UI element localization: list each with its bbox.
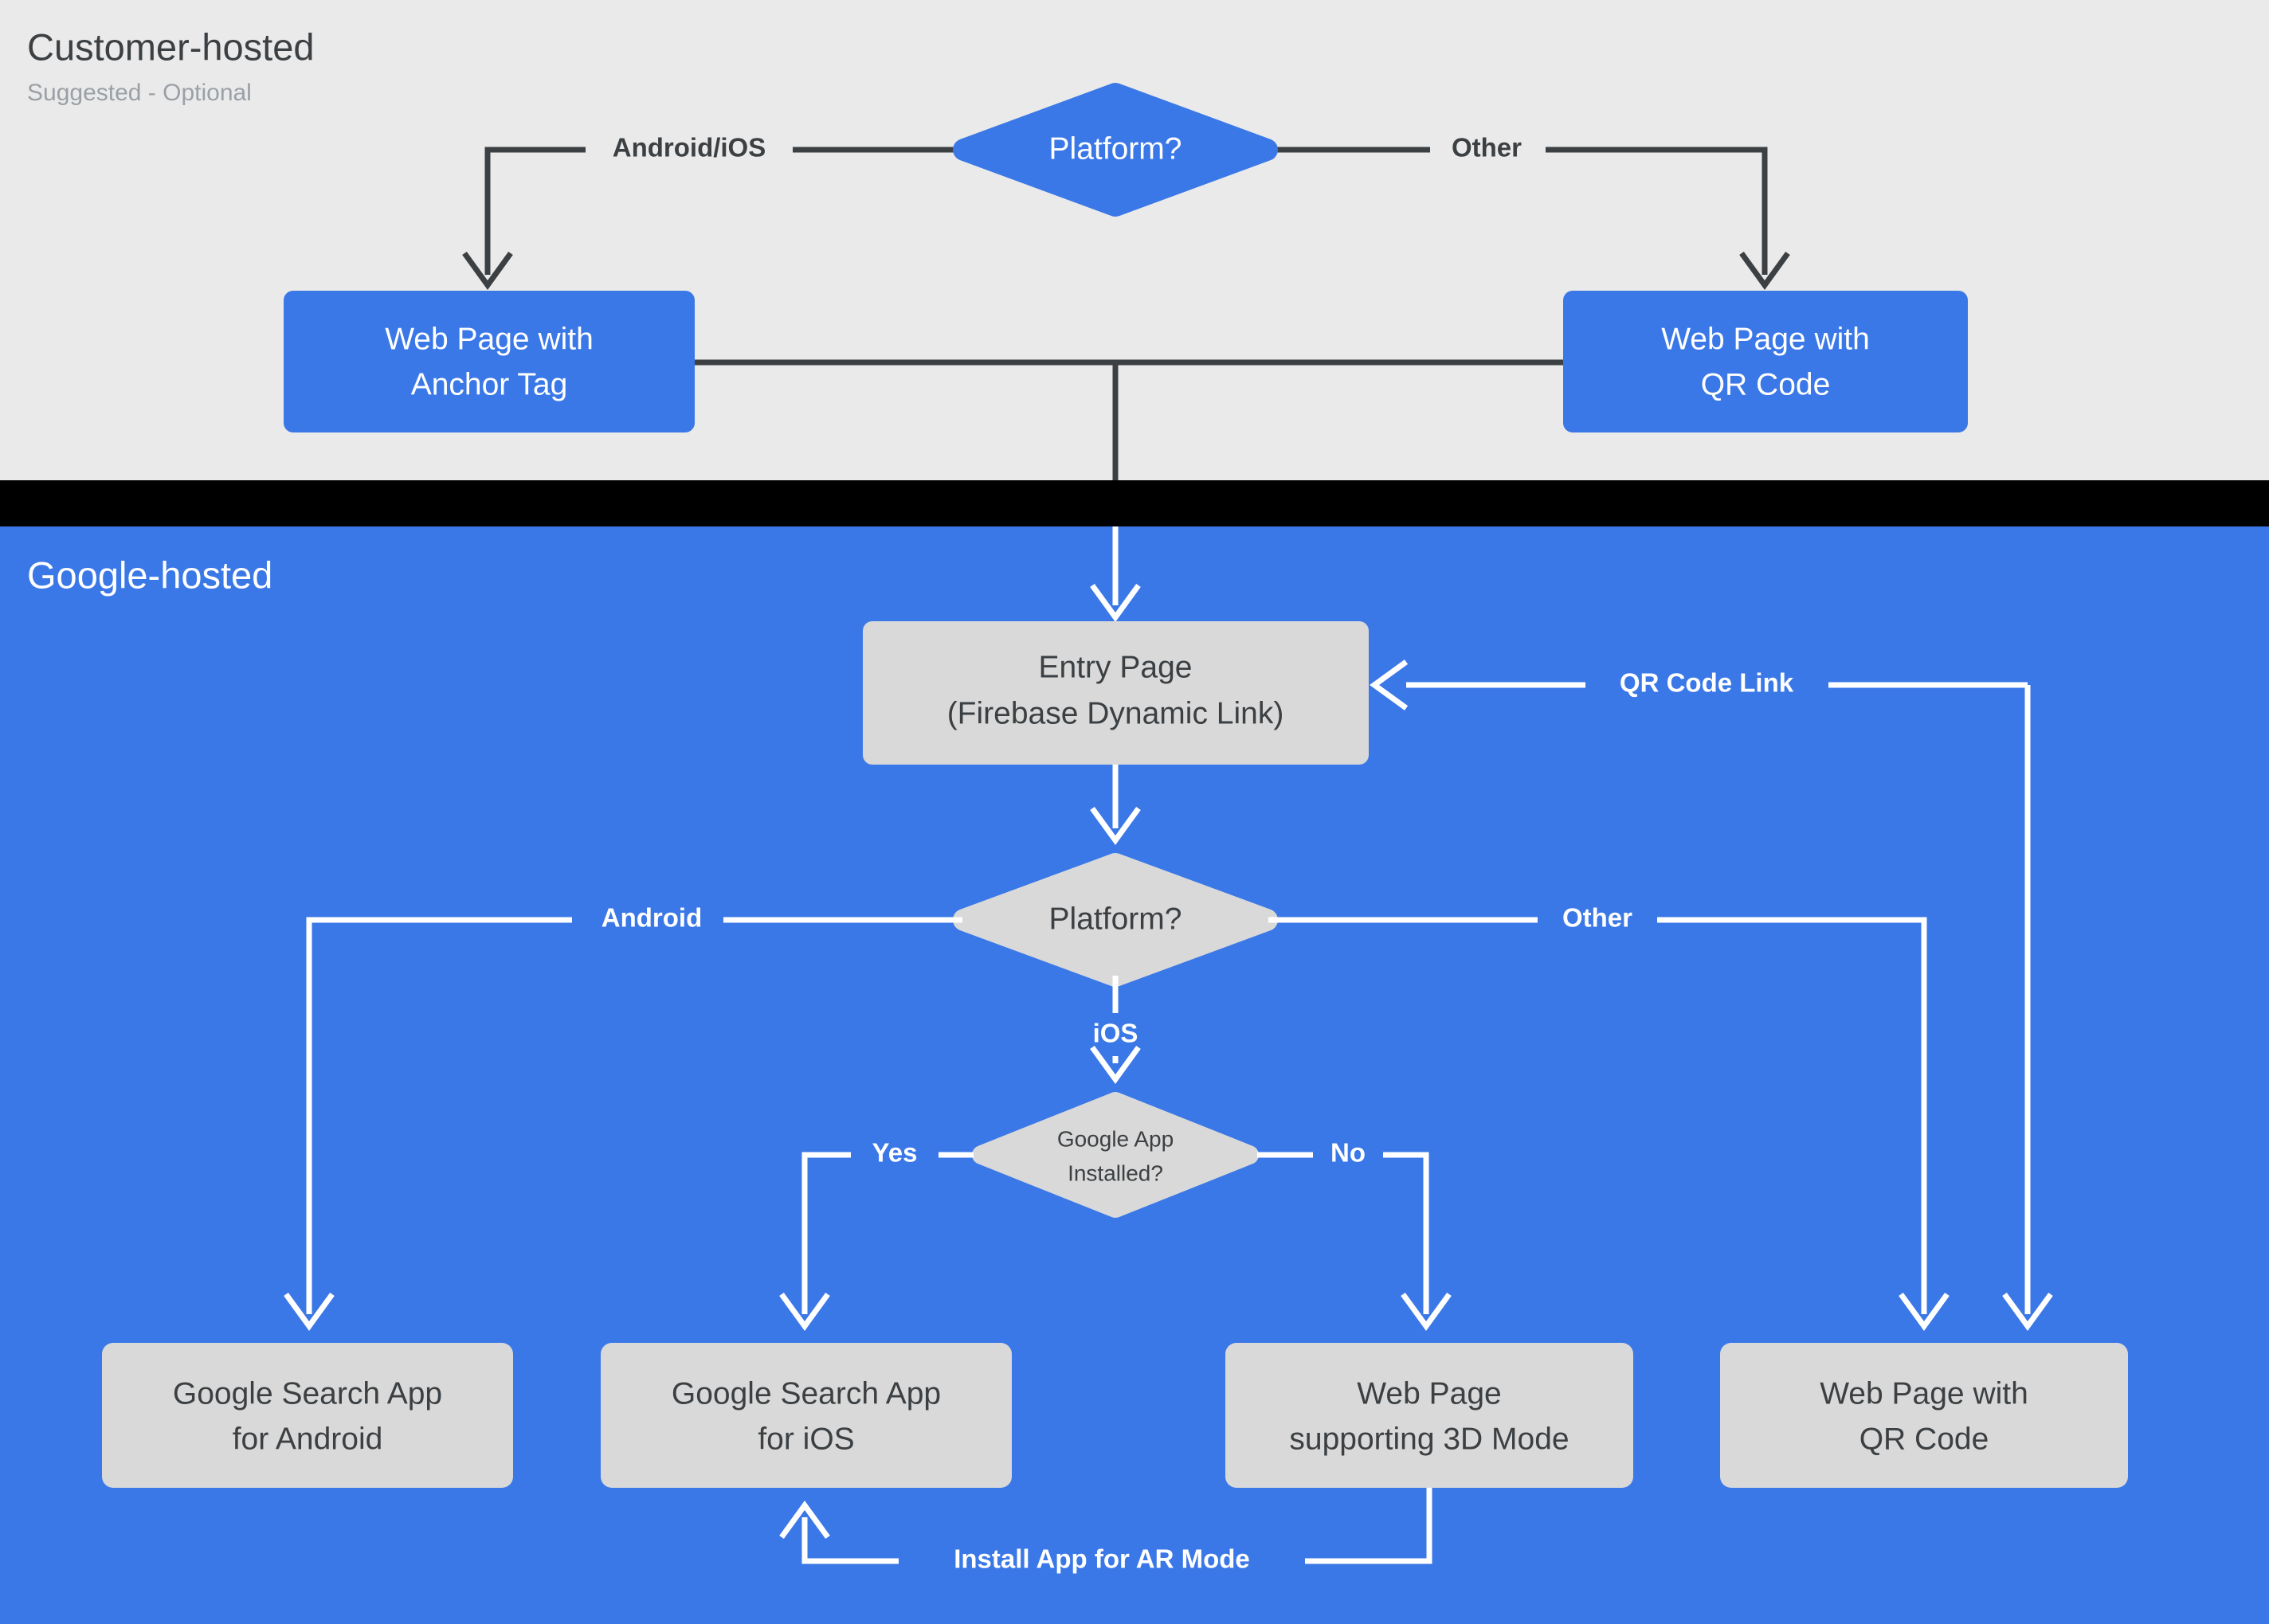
label-bg-yes (851, 1133, 939, 1176)
google-search-app-ios-line1: Google Search App (672, 1376, 941, 1411)
web-page-qr-code-top-line1: Web Page with (1661, 322, 1870, 356)
label-bg-android-ios (586, 129, 793, 170)
edge-label-other-bottom: Other (1562, 903, 1632, 933)
label-bg-android (572, 898, 723, 941)
edge-label-no: No (1330, 1138, 1366, 1168)
platform-decision-bottom[interactable] (953, 853, 1278, 987)
section-divider (0, 480, 2269, 526)
label-bg-install-ar (899, 1539, 1305, 1583)
edge-label-qr-code-link: QR Code Link (1620, 668, 1794, 698)
arrowhead-platform-bottom (1090, 806, 1141, 845)
web-page-anchor-tag-line2: Anchor Tag (411, 367, 568, 401)
google-search-app-android-line1: Google Search App (173, 1376, 442, 1411)
web-page-anchor-tag-node[interactable] (284, 291, 695, 432)
web-page-3d-mode-node[interactable] (1225, 1343, 1633, 1488)
arrowhead-gsa-android (284, 1292, 335, 1331)
google-app-installed-line2: Installed? (1068, 1160, 1163, 1185)
entry-page-line1: Entry Page (1039, 650, 1193, 684)
web-page-qr-code-top-node[interactable] (1563, 291, 1968, 432)
web-page-qr-code-bottom-line1: Web Page with (1820, 1376, 2028, 1411)
edge-label-android: Android (602, 903, 702, 933)
entry-page-node[interactable] (863, 621, 1369, 765)
web-page-anchor-tag-line1: Web Page with (385, 322, 594, 356)
label-bg-other-top (1430, 129, 1546, 170)
google-search-app-ios-line2: for iOS (758, 1422, 854, 1456)
edge-platform-other-bottom (1268, 917, 1927, 1314)
web-page-qr-code-bottom-node[interactable] (1720, 1343, 2128, 1488)
google-app-installed-decision[interactable] (972, 1092, 1259, 1218)
customer-hosted-subtitle: Suggested - Optional (27, 80, 252, 106)
edge-label-install-ar-mode: Install App for AR Mode (954, 1544, 1250, 1574)
entry-page-line2: (Firebase Dynamic Link) (947, 696, 1284, 730)
arrowhead-qr-code-link (1370, 659, 1409, 710)
google-search-app-ios-node[interactable] (601, 1343, 1012, 1488)
label-bg-no (1313, 1133, 1383, 1176)
label-bg-qr-code-link (1585, 663, 1828, 706)
arrowhead-web-3d (1401, 1292, 1452, 1331)
google-app-installed-line1: Google App (1057, 1126, 1174, 1151)
arrowhead-install-ar-mode (779, 1501, 830, 1540)
arrowhead-gsa-ios (779, 1292, 830, 1331)
arrowhead-entry-page (1090, 583, 1141, 622)
platform-decision-top-label: Platform? (1049, 131, 1182, 166)
arrowhead-qr-bottom-other (1899, 1292, 1950, 1331)
edge-label-yes: Yes (872, 1138, 918, 1168)
customer-hosted-title: Customer-hosted (27, 25, 315, 68)
arrowhead-anchor (462, 251, 513, 290)
platform-decision-bottom-label: Platform? (1049, 902, 1182, 936)
label-bg-ios (1077, 1013, 1154, 1056)
label-bg-other-bottom (1538, 898, 1657, 941)
arrowhead-qr-top (1739, 251, 1790, 290)
google-search-app-android-line2: for Android (233, 1422, 383, 1456)
edge-platform-to-anchor (484, 147, 964, 275)
platform-decision-top[interactable] (953, 83, 1278, 217)
web-page-qr-code-top-line2: QR Code (1701, 367, 1831, 401)
google-hosted-title: Google-hosted (27, 554, 272, 596)
arrowhead-qr-bottom-link (2002, 1292, 2053, 1331)
web-page-3d-mode-line1: Web Page (1357, 1376, 1501, 1411)
google-search-app-android-node[interactable] (102, 1343, 513, 1488)
web-page-qr-code-bottom-line2: QR Code (1859, 1422, 1989, 1456)
edge-platform-android (306, 917, 962, 1314)
arrowhead-google-app-installed (1090, 1045, 1141, 1084)
edge-label-android-ios: Android/iOS (613, 133, 766, 162)
edge-label-other-top: Other (1452, 133, 1522, 162)
web-page-3d-mode-line2: supporting 3D Mode (1289, 1422, 1569, 1456)
edge-label-ios: iOS (1093, 1019, 1138, 1048)
